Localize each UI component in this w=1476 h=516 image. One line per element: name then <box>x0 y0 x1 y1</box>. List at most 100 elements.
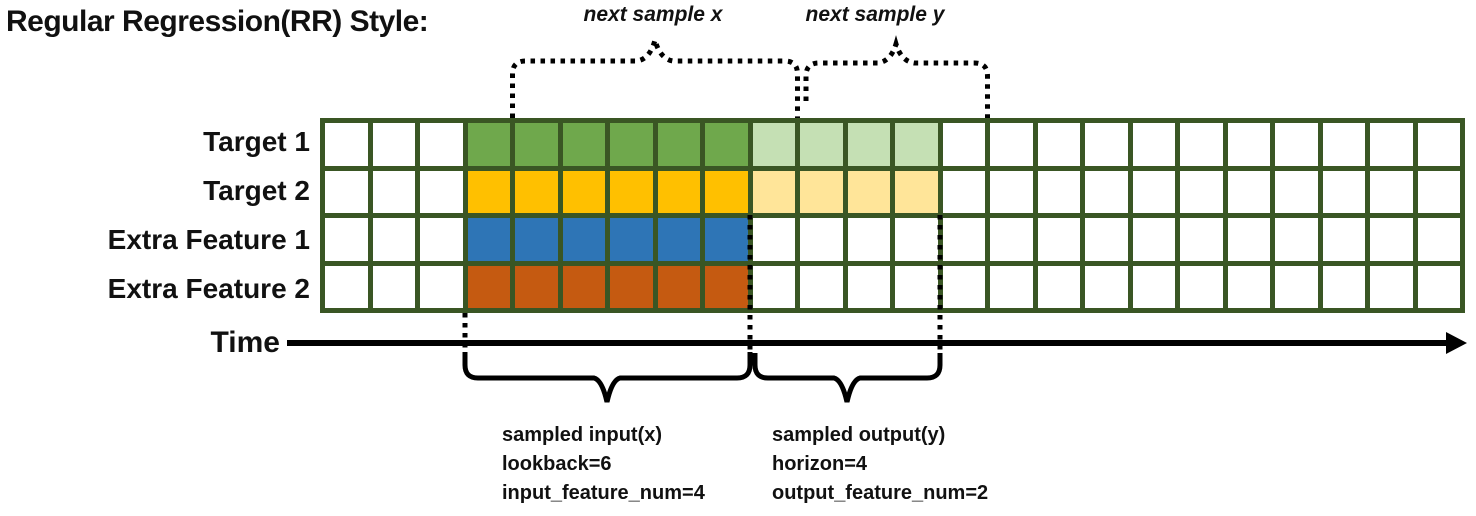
grid-cell <box>990 265 1033 308</box>
grid-cell <box>1227 218 1270 261</box>
row-label: Target 1 <box>203 126 310 158</box>
grid-cell <box>372 265 415 308</box>
grid-cell <box>467 218 510 261</box>
output-feature-num-line: output_feature_num=2 <box>772 482 989 504</box>
sampled-output-brace <box>752 353 943 403</box>
grid-cell <box>1180 170 1223 213</box>
row-label: Target 2 <box>203 175 310 207</box>
grid-cell <box>562 123 605 166</box>
grid-cell <box>752 123 795 166</box>
grid-cell <box>1275 265 1318 308</box>
sampled-input-brace <box>462 352 753 403</box>
grid-cell <box>847 218 890 261</box>
grid-cell <box>1417 170 1460 213</box>
time-axis-arrowhead <box>1446 332 1467 354</box>
grid-cell <box>1322 265 1365 308</box>
row-label: Extra Feature 1 <box>107 223 310 255</box>
grid-cell <box>1417 218 1460 261</box>
grid-cell <box>325 265 368 308</box>
grid-cell <box>1370 218 1413 261</box>
grid-cell <box>800 218 843 261</box>
grid-cell <box>372 170 415 213</box>
grid-cell <box>325 123 368 166</box>
grid-cell <box>325 170 368 213</box>
next-sample-x-label: next sample x <box>583 3 723 26</box>
grid-cell <box>1132 218 1175 261</box>
grid-cell <box>942 218 985 261</box>
grid-cell <box>657 123 700 166</box>
grid-cell <box>800 170 843 213</box>
grid-cell <box>1085 170 1128 213</box>
row-label: Extra Feature 2 <box>107 272 310 304</box>
grid-cell <box>800 265 843 308</box>
grid-cell <box>467 123 510 166</box>
grid-cell <box>752 218 795 261</box>
grid-cell <box>847 123 890 166</box>
grid-cell <box>1322 170 1365 213</box>
grid-cell <box>847 170 890 213</box>
grid-cell <box>752 170 795 213</box>
grid-cell <box>1037 123 1080 166</box>
grid-cell <box>1132 170 1175 213</box>
grid-cell <box>1370 170 1413 213</box>
grid-cell <box>1085 123 1128 166</box>
grid-cell <box>325 218 368 261</box>
sampled-input-line: sampled input(x) <box>502 424 663 446</box>
grid-cell <box>420 123 463 166</box>
sampled-output-caption: sampled output(y) horizon=4 output_featu… <box>772 421 988 508</box>
grid-cell <box>610 218 653 261</box>
grid-cell <box>1417 123 1460 166</box>
next-sample-x-brace <box>510 30 800 118</box>
grid-cell <box>420 265 463 308</box>
grid-cell <box>610 123 653 166</box>
grid-cell <box>895 265 938 308</box>
grid-cell <box>1037 170 1080 213</box>
grid-cell <box>990 170 1033 213</box>
grid-cell <box>990 123 1033 166</box>
grid-cell <box>515 265 558 308</box>
grid-cell <box>895 170 938 213</box>
grid-cell <box>372 218 415 261</box>
diagram-title: Regular Regression(RR) Style: <box>6 5 429 38</box>
grid-cell <box>1037 265 1080 308</box>
grid-cell <box>372 123 415 166</box>
grid-cell <box>562 265 605 308</box>
lookback-line: lookback=6 <box>502 453 612 475</box>
grid-cell <box>1227 170 1270 213</box>
grid-cell <box>847 265 890 308</box>
grid-cell <box>515 123 558 166</box>
next-sample-y-brace <box>803 35 990 118</box>
time-axis-label: Time <box>210 326 280 359</box>
grid-cell <box>705 265 748 308</box>
next-sample-y-label: next sample y <box>805 3 945 26</box>
grid-cell <box>942 123 985 166</box>
grid-cell <box>895 123 938 166</box>
row-labels: Target 1 Target 2 Extra Feature 1 Extra Fea… <box>0 118 310 313</box>
grid-cell <box>1180 218 1223 261</box>
grid-cell <box>705 170 748 213</box>
grid-cell <box>467 170 510 213</box>
horizon-line: horizon=4 <box>772 453 868 475</box>
grid-cell <box>800 123 843 166</box>
grid-cell <box>1085 265 1128 308</box>
grid-cell <box>1132 123 1175 166</box>
grid-cell <box>657 218 700 261</box>
grid-cell <box>610 170 653 213</box>
grid-cell <box>420 170 463 213</box>
grid-cell <box>1275 218 1318 261</box>
grid-cell <box>1227 265 1270 308</box>
grid-cell <box>1322 218 1365 261</box>
input-feature-num-line: input_feature_num=4 <box>502 482 705 504</box>
grid-cell <box>562 218 605 261</box>
grid-cell <box>752 265 795 308</box>
grid-cell <box>1180 265 1223 308</box>
grid-cell <box>657 170 700 213</box>
grid-cell <box>562 170 605 213</box>
grid-cell <box>1037 218 1080 261</box>
grid-cell <box>1370 265 1413 308</box>
grid-cell <box>990 218 1033 261</box>
grid-cell <box>895 218 938 261</box>
grid-cell <box>1322 123 1365 166</box>
